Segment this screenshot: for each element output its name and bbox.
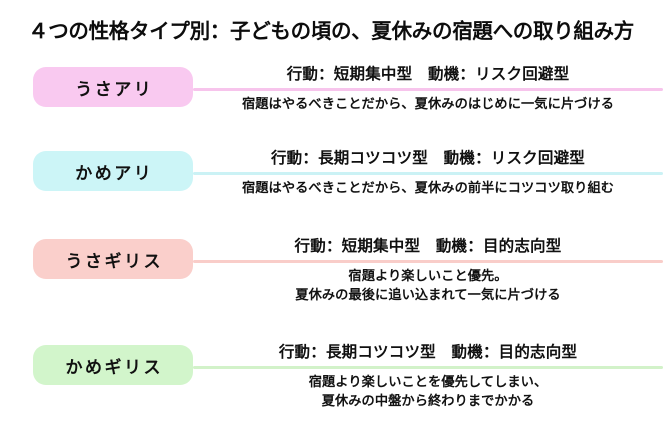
type-badge-usagirisu: うさギリス: [33, 239, 193, 279]
type-badge-usaari: うさアリ: [33, 67, 193, 107]
type-row-description-line: 宿題より楽しいこと優先。: [348, 269, 508, 284]
type-badge-label: うさギリス: [65, 251, 163, 272]
type-row-description: 宿題はやるべきことだから、夏休みのはじめに一気に片づける: [193, 96, 663, 115]
page-title: ４つの性格タイプ別：子どもの頃の、夏休みの宿題への取り組み方: [28, 19, 634, 43]
type-rows-container: うさアリ 行動：短期集中型 動機：リスク回避型 宿題はやるべきことだから、夏休み…: [0, 56, 670, 427]
type-row: かめギリス 行動：長期コツコツ型 動機：目的志向型 宿題より楽しいことを優先して…: [0, 327, 670, 427]
type-row-description: 宿題はやるべきことだから、夏休みの前半にコツコツ取り組む: [193, 180, 663, 199]
type-row-description-line: 夏休みの最後に追い込まれて一気に片づける: [295, 287, 561, 303]
type-row-description-line: 宿題はやるべきことだから、夏休みのはじめに一気に片づける: [241, 97, 615, 112]
type-row: うさギリス 行動：短期集中型 動機：目的志向型 宿題より楽しいこと優先。 夏休み…: [0, 224, 670, 327]
type-row-header: 行動：短期集中型 動機：目的志向型: [294, 237, 562, 255]
type-row-description: 宿題より楽しいこと優先。 夏休みの最後に追い込まれて一気に片づける: [193, 268, 663, 305]
type-row-header: 行動：短期集中型 動機：リスク回避型: [286, 65, 570, 83]
type-row-header: 行動：長期コツコツ型 動機：目的志向型: [278, 343, 578, 361]
type-row-divider: [193, 172, 663, 175]
type-badge-label: うさアリ: [75, 79, 154, 100]
type-row-header: 行動：長期コツコツ型 動機：リスク回避型: [270, 149, 585, 167]
type-row: うさアリ 行動：短期集中型 動機：リスク回避型 宿題はやるべきことだから、夏休み…: [0, 56, 670, 138]
type-row-divider: [193, 88, 663, 91]
type-row-content: 行動：長期コツコツ型 動機：目的志向型 宿題より楽しいことを優先してしまい、 夏…: [193, 340, 663, 411]
type-row-divider: [193, 260, 663, 263]
type-row-divider: [193, 366, 663, 369]
type-badge-label: かめギリス: [65, 357, 163, 378]
type-row-content: 行動：長期コツコツ型 動機：リスク回避型 宿題はやるべきことだから、夏休みの前半…: [193, 146, 663, 199]
type-row-content: 行動：短期集中型 動機：リスク回避型 宿題はやるべきことだから、夏休みのはじめに…: [193, 62, 663, 115]
type-row: かめアリ 行動：長期コツコツ型 動機：リスク回避型 宿題はやるべきことだから、夏…: [0, 138, 670, 224]
type-badge-label: かめアリ: [75, 163, 154, 184]
type-row-content: 行動：短期集中型 動機：目的志向型 宿題より楽しいこと優先。 夏休みの最後に追い…: [193, 234, 663, 305]
type-row-description-line: 夏休みの中盤から終わりまでかかる: [321, 393, 535, 409]
type-row-description-line: 宿題より楽しいことを優先してしまい、: [308, 375, 548, 390]
type-badge-kameari: かめアリ: [33, 151, 193, 191]
type-row-description-line: 宿題はやるべきことだから、夏休みの前半にコツコツ取り組む: [241, 181, 615, 196]
type-badge-kamegirisu: かめギリス: [33, 345, 193, 385]
type-row-description: 宿題より楽しいことを優先してしまい、 夏休みの中盤から終わりまでかかる: [193, 374, 663, 411]
